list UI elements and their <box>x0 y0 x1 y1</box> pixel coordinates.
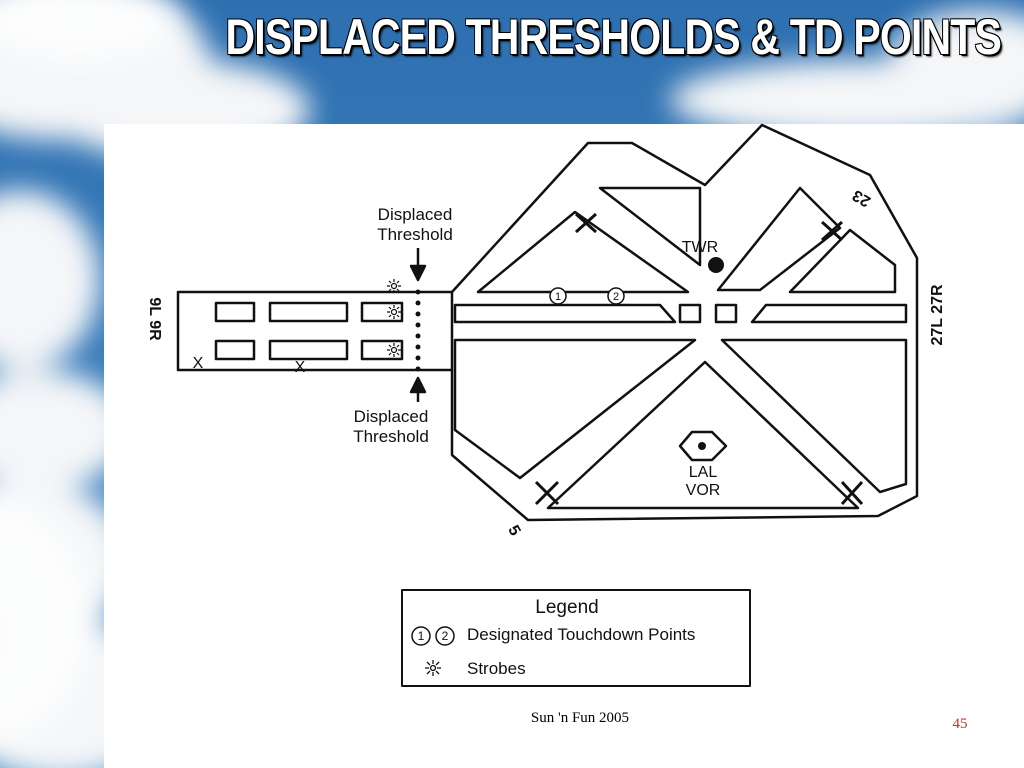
legend-strobe-icon <box>425 660 441 676</box>
touchdown-point-2-label: 2 <box>613 291 619 303</box>
tower-icon <box>708 257 724 273</box>
runway-9l-9r-label: 9L 9R <box>146 297 163 341</box>
touchdown-point-1-label: 1 <box>555 291 561 303</box>
strobes <box>387 279 401 357</box>
runway-block <box>214 339 256 361</box>
tower-label: TWR <box>682 239 718 256</box>
closed-x-mark <box>820 220 844 242</box>
displaced-threshold-top-label: Displaced <box>378 205 453 224</box>
lower-center-block <box>546 360 860 510</box>
vor-label: LAL <box>689 464 718 481</box>
legend-item-touchdown-label: Designated Touchdown Points <box>467 625 695 644</box>
runway-23-label: 23 <box>850 186 874 210</box>
middle-strip-left <box>453 303 677 324</box>
displaced-threshold-bottom-label: Displaced <box>354 407 429 426</box>
lower-left-block <box>453 338 697 480</box>
upper-right-block <box>716 186 842 292</box>
runway-block <box>268 339 349 361</box>
closed-marks <box>534 212 864 506</box>
legend-item-strobes-label: Strobes <box>467 659 526 678</box>
legend-td-2-icon <box>435 626 455 646</box>
legend-td-2: 2 <box>442 629 449 643</box>
middle-strip-center <box>714 303 738 324</box>
footer-text: Sun 'n Fun 2005 <box>530 710 630 726</box>
threshold-arrow-down-head <box>409 264 427 282</box>
airport-outline <box>450 123 919 522</box>
touchdown-point-2 <box>607 287 625 305</box>
strobe-icon <box>387 305 401 319</box>
closed-mark-label: X <box>193 355 204 372</box>
upper-left-block <box>476 210 690 294</box>
closed-mark-label: X <box>295 359 306 376</box>
strobe-icon <box>387 343 401 357</box>
touchdown-point-1 <box>549 287 567 305</box>
threshold-arrow-up-head <box>409 376 427 394</box>
legend-title: Legend <box>535 597 598 618</box>
strobe-icon <box>387 279 401 293</box>
runway-block <box>360 301 404 323</box>
runway-block <box>360 339 404 361</box>
legend-td-1-icon <box>411 626 431 646</box>
displaced-threshold-bottom-label: Threshold <box>353 427 429 446</box>
runway-27l-27r-label: 27L 27R <box>929 284 946 346</box>
lower-right-block <box>720 338 908 494</box>
middle-strip-center <box>678 303 702 324</box>
displaced-threshold-top-label: Threshold <box>377 225 453 244</box>
legend-box <box>401 589 751 687</box>
vor-icon <box>678 430 728 462</box>
slide-title: DISPLACED THRESHOLDS & TD POINTS <box>225 9 1002 65</box>
vor-label: VOR <box>686 482 721 499</box>
page-number: 45 <box>952 716 968 732</box>
runway-block <box>268 301 349 323</box>
threshold-dots <box>415 289 421 372</box>
right-block <box>788 228 897 294</box>
closed-x-mark <box>574 212 598 234</box>
legend-td-1: 1 <box>418 629 425 643</box>
closed-x-mark <box>840 480 864 506</box>
middle-strip-right <box>750 303 908 324</box>
runway-block <box>214 301 256 323</box>
runway-5-label: 5 <box>504 523 523 539</box>
closed-x-mark <box>534 480 560 506</box>
upper-middle-block <box>598 186 702 267</box>
